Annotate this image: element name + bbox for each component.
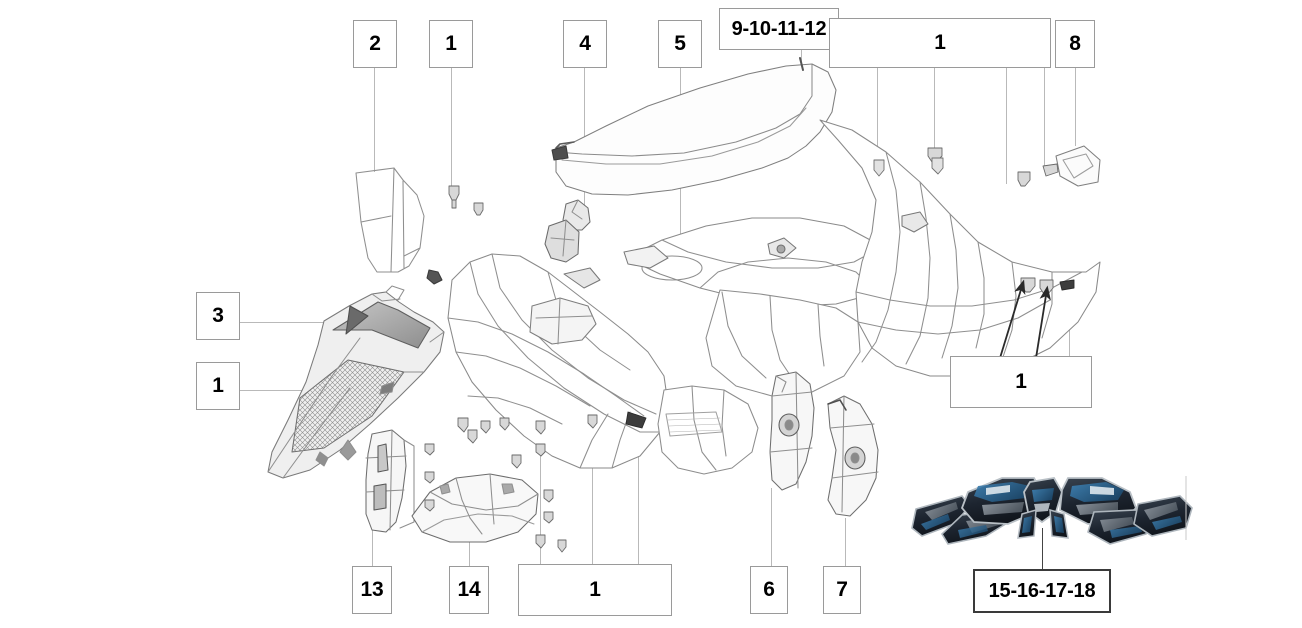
leader-line-14 <box>469 534 471 566</box>
part-main-body-fender <box>447 119 1101 475</box>
leader-line-1r-3 <box>1069 300 1071 356</box>
callout-box-2[interactable]: 2 <box>353 20 397 68</box>
callout-box-14[interactable]: 14 <box>449 566 489 614</box>
callout-box-1-top-b[interactable]: 1 <box>829 18 1051 68</box>
callout-box-5[interactable]: 5 <box>658 20 702 68</box>
leader-line-15 <box>1042 528 1044 569</box>
part-decal-graphics-kit <box>911 476 1193 545</box>
leader-line-1bot-2 <box>592 424 594 564</box>
leader-line-2 <box>374 68 376 172</box>
fastener-icons <box>424 147 1075 553</box>
connector-hardware <box>873 157 944 177</box>
callout-box-4[interactable]: 4 <box>563 20 607 68</box>
part-left-front-side-panel <box>355 167 425 273</box>
leader-line-1bot-1 <box>540 452 542 564</box>
callout-box-3[interactable]: 3 <box>196 292 240 340</box>
callout-box-7[interactable]: 7 <box>823 566 861 614</box>
callout-box-1-top-a[interactable]: 1 <box>429 20 473 68</box>
part-left-footrest-bracket <box>769 371 815 491</box>
part-right-footrest-bracket <box>827 395 879 517</box>
leader-line-1-top-a <box>451 68 453 190</box>
leader-line-3 <box>240 322 324 324</box>
part-left-lower-bracket <box>365 429 415 533</box>
callout-box-1-left[interactable]: 1 <box>196 362 240 410</box>
callout-box-6[interactable]: 6 <box>750 566 788 614</box>
leader-line-1b-4 <box>1044 68 1046 168</box>
callout-box-9-10-11-12[interactable]: 9-10-11-12 <box>719 8 839 50</box>
callout-box-15-16-17-18[interactable]: 15-16-17-18 <box>973 569 1111 613</box>
callout-box-1-right[interactable]: 1 <box>950 356 1092 408</box>
part-seat-latch-assembly <box>544 199 591 263</box>
leader-line-8 <box>1075 68 1077 146</box>
part-seat-assembly <box>551 57 837 196</box>
part-front-fender-grille <box>267 269 445 479</box>
leader-line-9 <box>801 50 803 64</box>
leader-line-1-left <box>240 390 352 392</box>
leader-line-5 <box>680 68 682 238</box>
leader-line-1bot-3 <box>638 416 640 564</box>
leader-line-7 <box>845 518 847 566</box>
part-skid-plate-tray <box>411 473 539 543</box>
callout-box-1-bottom[interactable]: 1 <box>518 564 672 616</box>
leader-line-4 <box>584 68 586 208</box>
callout-box-13[interactable]: 13 <box>352 566 392 614</box>
leader-line-1b-3 <box>1006 68 1008 184</box>
callout-box-8[interactable]: 8 <box>1055 20 1095 68</box>
leader-line-1b-2 <box>934 68 936 154</box>
leader-line-13 <box>372 530 374 566</box>
part-rear-flat-panel <box>1055 145 1101 187</box>
leader-line-6 <box>771 488 773 566</box>
leader-line-1b-1 <box>877 68 879 160</box>
